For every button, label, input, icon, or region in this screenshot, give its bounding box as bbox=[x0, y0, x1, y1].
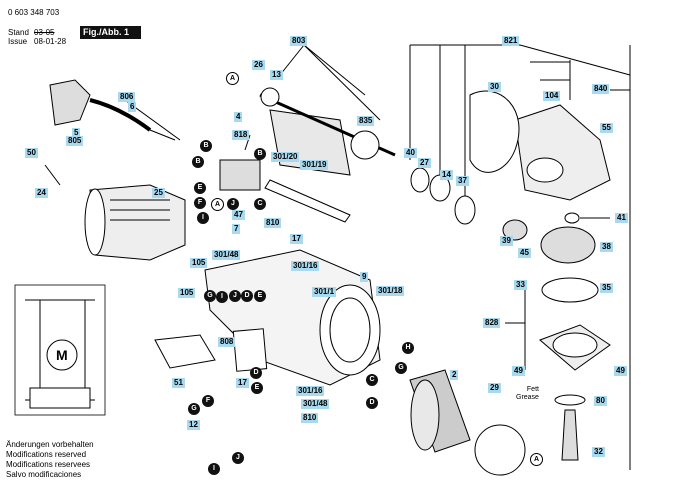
callout-c-brush[interactable]: C bbox=[254, 198, 266, 210]
label-17-top[interactable]: 17 bbox=[290, 234, 303, 244]
callout-c-field[interactable]: C bbox=[366, 374, 378, 386]
callout-h-field[interactable]: H bbox=[402, 342, 414, 354]
label-835[interactable]: 835 bbox=[357, 116, 375, 126]
label-301-16-bottom[interactable]: 301/16 bbox=[296, 386, 325, 396]
part-number: 0 603 348 703 bbox=[8, 8, 60, 17]
footer-line-en: Modifications reserved bbox=[6, 450, 87, 459]
label-55[interactable]: 55 bbox=[600, 123, 613, 133]
label-9[interactable]: 9 bbox=[360, 272, 369, 282]
label-810-bottom[interactable]: 810 bbox=[301, 413, 319, 423]
callout-d-switch[interactable]: D bbox=[250, 367, 262, 379]
callout-d-housing[interactable]: D bbox=[241, 290, 253, 302]
callout-i-brush[interactable]: I bbox=[197, 212, 209, 224]
label-47[interactable]: 47 bbox=[232, 210, 245, 220]
label-30[interactable]: 30 bbox=[488, 82, 501, 92]
footer-line-de: Änderungen vorbehalten bbox=[6, 440, 94, 449]
callout-e-brush[interactable]: E bbox=[194, 182, 206, 194]
label-805[interactable]: 805 bbox=[66, 136, 84, 146]
label-35[interactable]: 35 bbox=[600, 283, 613, 293]
motor-symbol: M bbox=[56, 347, 68, 363]
callout-b-cable[interactable]: B bbox=[200, 140, 212, 152]
callout-a-cap[interactable]: A bbox=[530, 453, 543, 466]
callout-b-plug[interactable]: B bbox=[192, 156, 204, 168]
callout-j-brush[interactable]: J bbox=[227, 198, 239, 210]
label-806[interactable]: 806 bbox=[118, 92, 136, 102]
label-49-left[interactable]: 49 bbox=[512, 366, 525, 376]
label-828[interactable]: 828 bbox=[483, 318, 501, 328]
callout-i-housing[interactable]: I bbox=[216, 291, 228, 303]
label-301-16-top[interactable]: 301/16 bbox=[291, 261, 320, 271]
label-26[interactable]: 26 bbox=[252, 60, 265, 70]
label-840[interactable]: 840 bbox=[592, 84, 610, 94]
callout-g-field[interactable]: G bbox=[395, 362, 407, 374]
label-301-48-bottom[interactable]: 301/48 bbox=[301, 399, 330, 409]
label-808[interactable]: 808 bbox=[218, 337, 236, 347]
label-49-right[interactable]: 49 bbox=[614, 366, 627, 376]
label-818[interactable]: 818 bbox=[232, 130, 250, 140]
label-27[interactable]: 27 bbox=[418, 158, 431, 168]
callout-a-brush[interactable]: A bbox=[211, 198, 224, 211]
grease-note: Fett Grease bbox=[516, 386, 539, 402]
label-80[interactable]: 80 bbox=[594, 396, 607, 406]
callout-g-switch[interactable]: G bbox=[188, 403, 200, 415]
issue-value: 08-01-28 bbox=[34, 37, 67, 46]
callout-b-brush[interactable]: B bbox=[254, 148, 266, 160]
callout-e-switch[interactable]: E bbox=[251, 382, 263, 394]
label-12[interactable]: 12 bbox=[187, 420, 200, 430]
label-39[interactable]: 39 bbox=[500, 236, 513, 246]
label-45[interactable]: 45 bbox=[518, 248, 531, 258]
label-17-bottom[interactable]: 17 bbox=[236, 378, 249, 388]
label-25[interactable]: 25 bbox=[152, 188, 165, 198]
callout-j-housing[interactable]: J bbox=[229, 290, 241, 302]
label-810-top[interactable]: 810 bbox=[264, 218, 282, 228]
label-14[interactable]: 14 bbox=[440, 170, 453, 180]
label-51[interactable]: 51 bbox=[172, 378, 185, 388]
label-4[interactable]: 4 bbox=[234, 112, 243, 122]
label-41[interactable]: 41 bbox=[615, 213, 628, 223]
label-105-b[interactable]: 105 bbox=[178, 288, 196, 298]
label-50[interactable]: 50 bbox=[25, 148, 38, 158]
label-37[interactable]: 37 bbox=[456, 176, 469, 186]
label-105-a[interactable]: 105 bbox=[190, 258, 208, 268]
callout-e-housing[interactable]: E bbox=[254, 290, 266, 302]
label-29[interactable]: 29 bbox=[488, 383, 501, 393]
callout-g-housing[interactable]: G bbox=[204, 290, 216, 302]
callout-a-plug[interactable]: A bbox=[226, 72, 239, 85]
callout-j-switch[interactable]: J bbox=[232, 452, 244, 464]
label-301-19[interactable]: 301/19 bbox=[300, 160, 329, 170]
stand-value: 03-05 bbox=[34, 28, 55, 37]
footer-line-es: Salvo modificaciones bbox=[6, 470, 82, 479]
label-301-1[interactable]: 301/1 bbox=[312, 287, 337, 297]
footer-notes: Änderungen vorbehalten Modifications res… bbox=[6, 440, 94, 480]
callout-d-field[interactable]: D bbox=[366, 397, 378, 409]
label-104[interactable]: 104 bbox=[543, 91, 561, 101]
label-803[interactable]: 803 bbox=[290, 36, 308, 46]
label-821[interactable]: 821 bbox=[502, 36, 520, 46]
label-40[interactable]: 40 bbox=[404, 148, 417, 158]
grease-note-de: Fett bbox=[526, 386, 539, 393]
grease-note-en: Grease bbox=[516, 394, 539, 401]
figure-title: Fig./Abb. 1 bbox=[80, 26, 141, 39]
stand-label: Stand bbox=[8, 28, 29, 37]
label-301-20[interactable]: 301/20 bbox=[271, 152, 300, 162]
label-33[interactable]: 33 bbox=[514, 280, 527, 290]
label-301-18[interactable]: 301/18 bbox=[376, 286, 405, 296]
label-24[interactable]: 24 bbox=[35, 188, 48, 198]
label-5[interactable]: 5 bbox=[72, 128, 81, 138]
label-6[interactable]: 6 bbox=[128, 102, 137, 112]
label-301-48-top[interactable]: 301/48 bbox=[212, 250, 241, 260]
label-2[interactable]: 2 bbox=[450, 370, 459, 380]
label-13[interactable]: 13 bbox=[270, 70, 283, 80]
label-38[interactable]: 38 bbox=[600, 242, 613, 252]
callout-f-brush[interactable]: F bbox=[194, 197, 206, 209]
footer-line-fr: Modifications reservees bbox=[6, 460, 91, 469]
issue-label: Issue bbox=[8, 37, 28, 46]
label-7[interactable]: 7 bbox=[232, 224, 241, 234]
callout-i-switch[interactable]: I bbox=[208, 463, 220, 475]
label-32[interactable]: 32 bbox=[592, 447, 605, 457]
callout-f-switch[interactable]: F bbox=[202, 395, 214, 407]
